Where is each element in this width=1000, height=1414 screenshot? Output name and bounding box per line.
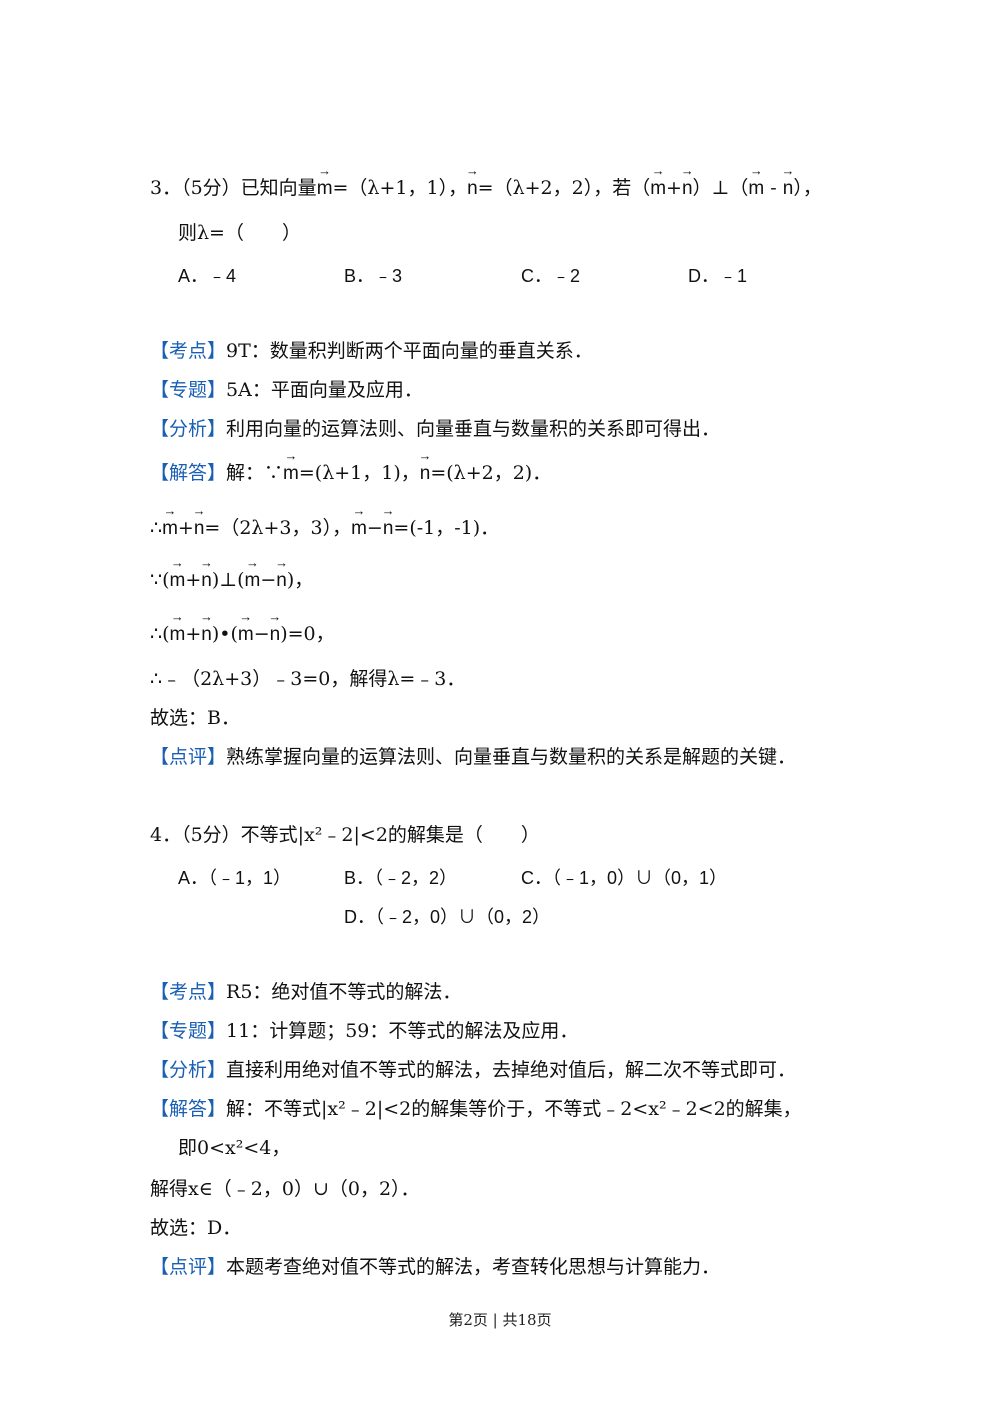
q3-dianping: 【点评】熟练掌握向量的运算法则、向量垂直与数量积的关系是解题的关键． [150,746,797,768]
q3-step-2: ∴m+n=（2λ+3，3），m−n=(-1，-1)． [150,516,499,541]
q4-option-b: B．（﹣2，2） [344,868,458,888]
q4-option-d: D．（﹣2，0）∪（0，2） [344,907,551,927]
q3-step-5: ∴﹣（2λ+3）﹣3=0，解得λ=﹣3． [150,668,466,690]
q3-option-c: C．﹣2 [521,266,581,286]
q4-dianping: 【点评】本题考查绝对值不等式的解法，考查转化思想与计算能力． [150,1256,721,1278]
q3-answer: 故选：B． [150,707,240,729]
q3-kaodian: 【考点】9T：数量积判断两个平面向量的垂直关系． [150,340,593,362]
q3-stem: 3．（5分）已知向量m=（λ+1，1），n=（λ+2，2），若（m+n）⊥（m … [150,176,822,201]
q3-step-4: ∴(m+n)•(m−n)=0， [150,622,335,647]
q3-fenxi: 【分析】利用向量的运算法则、向量垂直与数量积的关系即可得出． [150,418,721,440]
q4-stem: 4．（5分）不等式|x²﹣2|<2的解集是（ ） [150,824,540,846]
q3-zhuanti: 【专题】5A：平面向量及应用． [150,379,423,401]
q3-option-b: B．﹣3 [344,266,403,286]
q4-jieda-line2: 即0<x²<4， [178,1137,291,1159]
vector-n: n [467,177,478,201]
vector-m: m [317,177,333,201]
jieda-tag: 【解答】 [150,462,227,484]
q4-option-c: C．（﹣1，0）∪（0，1） [521,868,728,888]
q3-stem-line2: 则λ=（ ） [178,222,301,244]
q4-jieda-line3: 解得x∈（﹣2，0）∪（0，2）． [150,1178,420,1200]
q4-kaodian: 【考点】R5：绝对值不等式的解法． [150,981,462,1003]
page-footer: 第2页 | 共18页 [448,1311,552,1329]
q3-jieda: 【解答】解：∵m=(λ+1，1)，n=(λ+2，2)． [150,461,551,486]
q3-option-d: D．﹣1 [688,266,748,286]
fenxi-tag: 【分析】 [150,418,227,440]
q4-fenxi: 【分析】直接利用绝对值不等式的解法，去掉绝对值后，解二次不等式即可． [150,1059,797,1081]
q4-answer: 故选：D． [150,1217,242,1239]
q4-jieda: 【解答】解：不等式|x²﹣2|<2的解集等价于，不等式﹣2<x²﹣2<2的解集， [150,1098,802,1120]
dianping-tag: 【点评】 [150,746,227,768]
q3-option-a: A．﹣4 [178,266,237,286]
kaodian-tag: 【考点】 [150,340,227,362]
q3-step-3: ∵(m+n)⊥(m−n)， [150,568,313,593]
q4-option-a: A．（﹣1，1） [178,868,292,888]
zhuanti-tag: 【专题】 [150,379,227,401]
q4-zhuanti: 【专题】11：计算题；59：不等式的解法及应用． [150,1020,579,1042]
